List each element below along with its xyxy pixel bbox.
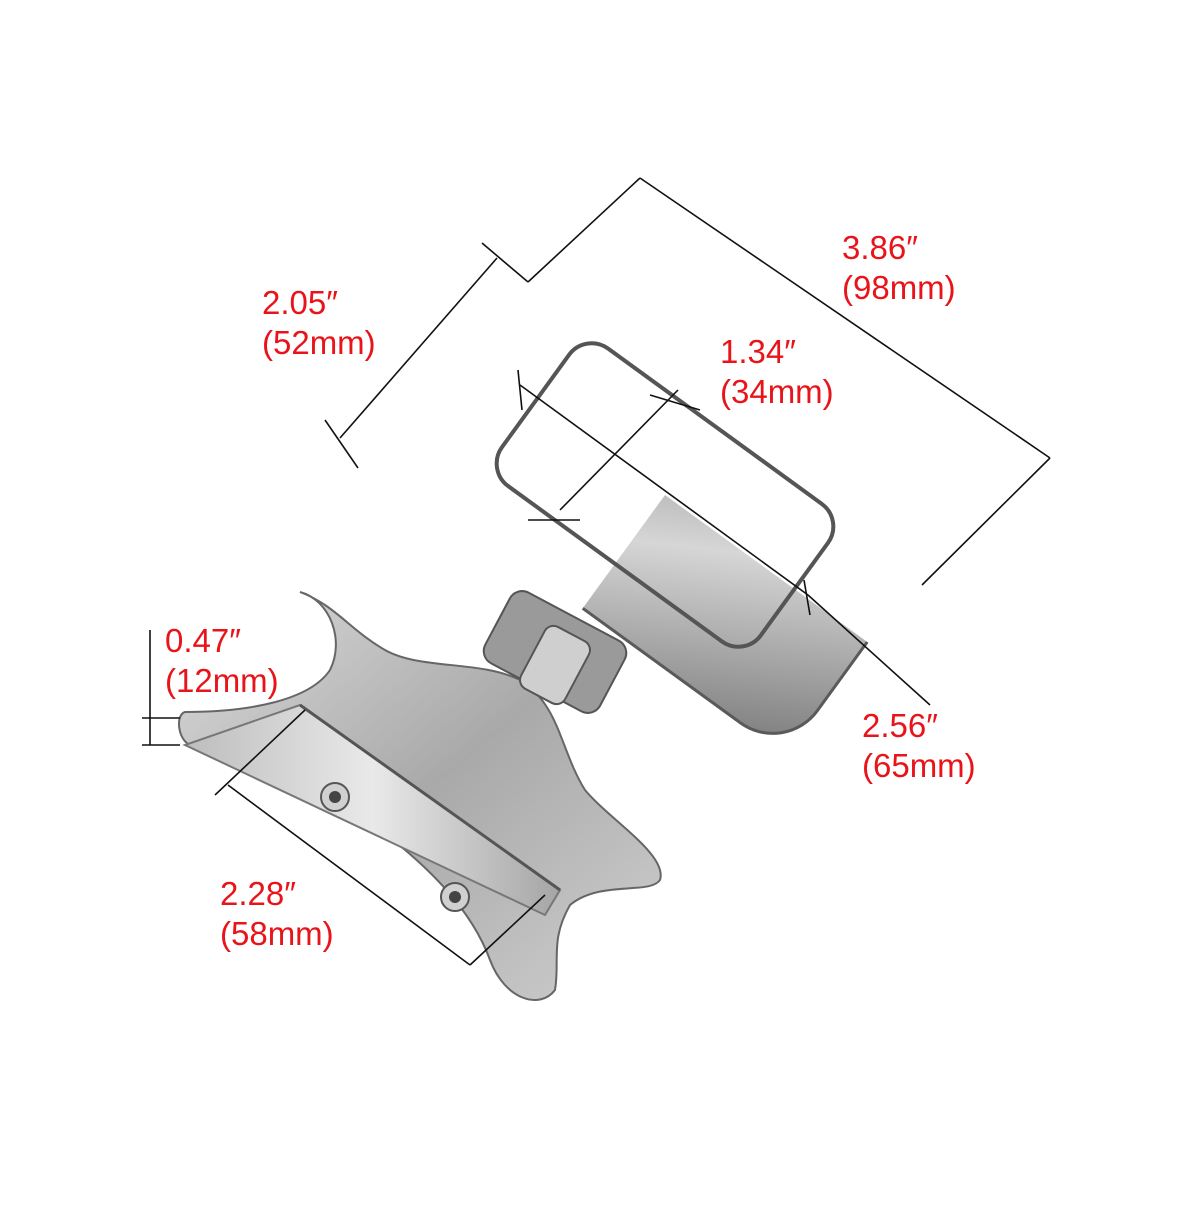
- dimension-width-label: 2.05″ (52mm): [262, 283, 376, 363]
- dimension-inner-width-label: 1.34″ (34mm): [720, 332, 834, 412]
- screw-icon: [440, 882, 470, 912]
- dimension-base-width-mm: (58mm): [220, 915, 334, 952]
- dimension-base-width-label: 2.28″ (58mm): [220, 874, 334, 954]
- dimension-inner-width-inch: 1.34″: [720, 333, 796, 370]
- base-plate: [178, 591, 662, 1001]
- dimension-length-mm: (98mm): [842, 269, 956, 306]
- dimension-width-mm: (52mm): [262, 324, 376, 361]
- dimension-width-inch: 2.05″: [262, 284, 338, 321]
- hinge: [482, 590, 628, 714]
- ring-handle: [400, 255, 930, 735]
- dimension-thickness-mm: (12mm): [165, 662, 279, 699]
- dimension-inner-width-mm: (34mm): [720, 373, 834, 410]
- dimension-thickness-inch: 0.47″: [165, 622, 241, 659]
- dimension-lines: [142, 177, 1051, 966]
- dimension-thickness-label: 0.47″ (12mm): [165, 621, 279, 701]
- dimension-inner-length-label: 2.56″ (65mm): [862, 706, 976, 786]
- dimension-length-label: 3.86″ (98mm): [842, 228, 956, 308]
- dimension-inner-length-inch: 2.56″: [862, 707, 938, 744]
- dimension-length-inch: 3.86″: [842, 229, 918, 266]
- dimension-base-width-inch: 2.28″: [220, 875, 296, 912]
- dimension-inner-length-mm: (65mm): [862, 747, 976, 784]
- screw-icon: [320, 782, 350, 812]
